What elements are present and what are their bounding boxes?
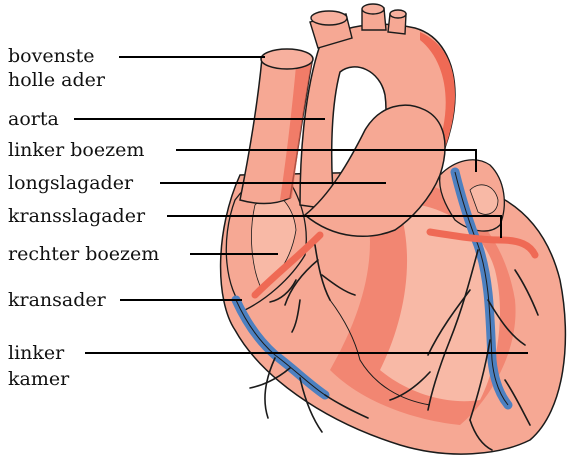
label-rechter-boezem: rechter boezem	[8, 242, 159, 266]
label-kransslagader: kransslagader	[8, 204, 145, 228]
label-bovenste-holle-ader-1: bovenste	[8, 44, 94, 68]
label-linker-kamer-1: linker	[8, 341, 64, 365]
label-linker-kamer-2: kamer	[8, 367, 69, 391]
svc-opening	[261, 49, 313, 69]
label-longslagader: longslagader	[8, 171, 133, 195]
label-linker-boezem: linker boezem	[8, 138, 144, 162]
label-kransader: kransader	[8, 288, 106, 312]
label-aorta: aorta	[8, 107, 59, 131]
label-bovenste-holle-ader-2: holle ader	[8, 68, 105, 92]
